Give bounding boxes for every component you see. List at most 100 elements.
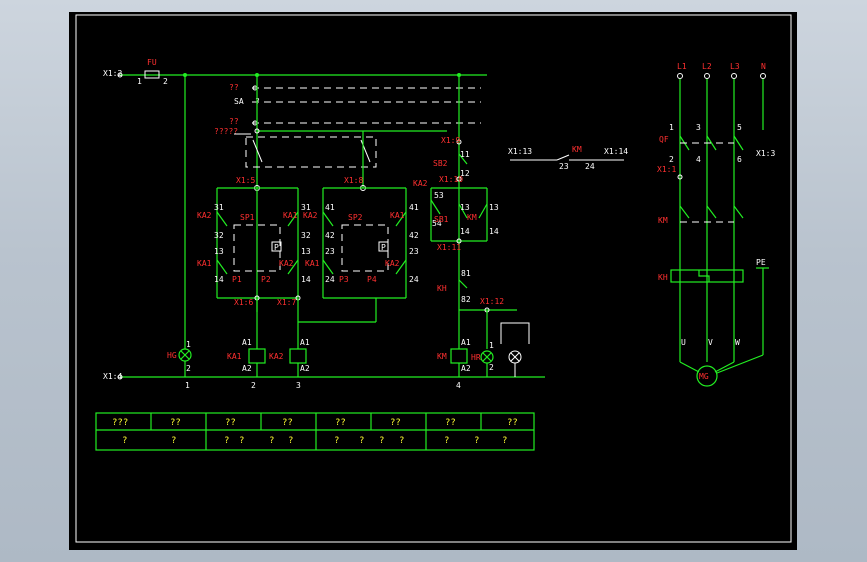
pin-label: 14 bbox=[489, 227, 499, 236]
pin-label: 24 bbox=[325, 275, 335, 284]
table-cell: ? bbox=[379, 436, 384, 446]
node-label: 4 bbox=[456, 381, 461, 390]
pin-label: 23 bbox=[559, 162, 569, 171]
terminal-x1-4 bbox=[117, 374, 123, 380]
pin-label: 2 bbox=[186, 364, 191, 373]
fuse-pin-2: 2 bbox=[163, 77, 168, 86]
table-cell: ? bbox=[288, 436, 293, 446]
pin-label: 31 bbox=[301, 203, 311, 212]
table-cell: ? bbox=[399, 436, 404, 446]
ka2-label: KA2 bbox=[197, 211, 212, 220]
pin-label: 6 bbox=[737, 155, 742, 164]
phase-l2-terminal bbox=[704, 73, 710, 79]
table-cell: ? bbox=[502, 436, 507, 446]
switch-contact bbox=[360, 139, 371, 163]
pin-label: 23 bbox=[325, 247, 335, 256]
terminal-x1-9 bbox=[456, 139, 462, 145]
terminal-label-x1-12: X1:12 bbox=[480, 297, 504, 306]
phase-l2-label: L2 bbox=[702, 62, 712, 71]
table-cell: ?? bbox=[335, 418, 346, 428]
terminal-label-x1-14: X1:14 bbox=[604, 147, 628, 156]
pin-label: 11 bbox=[460, 150, 470, 159]
table-cell: ? bbox=[224, 436, 229, 446]
terminal-label-x1-3: X1:3 bbox=[756, 149, 775, 158]
pin-label: 53 bbox=[434, 191, 444, 200]
sb2-label: SB2 bbox=[433, 159, 448, 168]
contact bbox=[478, 203, 488, 219]
pe-label: PE bbox=[756, 258, 766, 267]
table-cell: ??? bbox=[112, 418, 128, 428]
table-cell: ? bbox=[122, 436, 127, 446]
km-main-contact bbox=[733, 205, 744, 219]
kh-label: KH bbox=[437, 284, 447, 293]
pin-label: 1 bbox=[186, 340, 191, 349]
ka1-label: KA1 bbox=[283, 211, 298, 220]
pin-label: 42 bbox=[325, 231, 335, 240]
pin-label: 1 bbox=[669, 123, 674, 132]
lamp-cross bbox=[180, 350, 190, 360]
thermal-element bbox=[698, 270, 710, 282]
coil-ka2 bbox=[289, 348, 307, 364]
terminal-label-x1-4: X1:4 bbox=[103, 372, 122, 381]
table-cell: ?? bbox=[225, 418, 236, 428]
qf-contact bbox=[733, 135, 744, 151]
terminal-x1-2 bbox=[117, 72, 123, 78]
thermal-relay-kh bbox=[670, 269, 744, 283]
fuse-label: FU bbox=[147, 58, 157, 67]
pin-label: 1 bbox=[489, 341, 494, 350]
sheet-border bbox=[75, 14, 792, 543]
aux-km-label: KM bbox=[572, 145, 582, 154]
table-cell: ? bbox=[171, 436, 176, 446]
pin-label: A2 bbox=[461, 364, 471, 373]
pin-label: 13 bbox=[489, 203, 499, 212]
table-cell: ? bbox=[474, 436, 479, 446]
p-box-label: P bbox=[274, 243, 279, 252]
terminal-label-x1-2: X1:2 bbox=[103, 69, 122, 78]
pin-label: 81 bbox=[461, 269, 471, 278]
phase-l1-label: L1 bbox=[677, 62, 687, 71]
table-cell: ?? bbox=[390, 418, 401, 428]
qf-label: QF bbox=[659, 135, 669, 144]
sb1-contact bbox=[458, 203, 468, 219]
lamp-cross bbox=[510, 352, 520, 362]
lamp-hg-label: HG bbox=[167, 351, 177, 360]
coil-ka2-label: KA2 bbox=[269, 352, 284, 361]
terminal-label-x1-13: X1:13 bbox=[508, 147, 532, 156]
table-cell: ? bbox=[359, 436, 364, 446]
motor-w-label: W bbox=[735, 338, 740, 347]
pin-label: 2 bbox=[669, 155, 674, 164]
contact bbox=[395, 211, 407, 227]
terminal-label-x1-1: X1:1 bbox=[657, 165, 676, 174]
aux-contact bbox=[556, 154, 570, 161]
pin-label: 4 bbox=[696, 155, 701, 164]
terminal-label-x1-6: X1:6 bbox=[234, 298, 253, 307]
kh-contact bbox=[458, 279, 468, 289]
sb1-label: SB1 bbox=[434, 215, 449, 224]
coil-km bbox=[450, 348, 468, 364]
switch-contact bbox=[252, 139, 263, 163]
table-cell: ? bbox=[334, 436, 339, 446]
pin-label: 24 bbox=[585, 162, 595, 171]
sp2-label: SP2 bbox=[348, 213, 363, 222]
ka1-label: KA1 bbox=[390, 211, 405, 220]
contact-ka2-b bbox=[287, 259, 299, 275]
pin-label: 54 bbox=[432, 219, 442, 228]
selector-label-1: ?? bbox=[229, 83, 239, 92]
terminal-x1-10 bbox=[456, 176, 462, 182]
coil-ka1-label: KA1 bbox=[227, 352, 242, 361]
pin-label: 32 bbox=[301, 231, 311, 240]
contact bbox=[322, 211, 334, 227]
pin-label: A1 bbox=[300, 338, 310, 347]
node-label: 3 bbox=[296, 381, 301, 390]
table-cell: ? bbox=[269, 436, 274, 446]
pin-label: 13 bbox=[214, 247, 224, 256]
node-label: 2 bbox=[251, 381, 256, 390]
pin-label: A1 bbox=[242, 338, 252, 347]
legend-table bbox=[95, 412, 535, 451]
contact bbox=[430, 199, 441, 215]
terminal-label-x1-10: X1:10 bbox=[439, 175, 463, 184]
pin-label: A2 bbox=[300, 364, 310, 373]
power-circuit: L1 L2 L3 N QF 1 3 5 2 4 6 X1:1 X1:3 KM bbox=[657, 62, 775, 387]
ka1-label: KA1 bbox=[197, 259, 212, 268]
